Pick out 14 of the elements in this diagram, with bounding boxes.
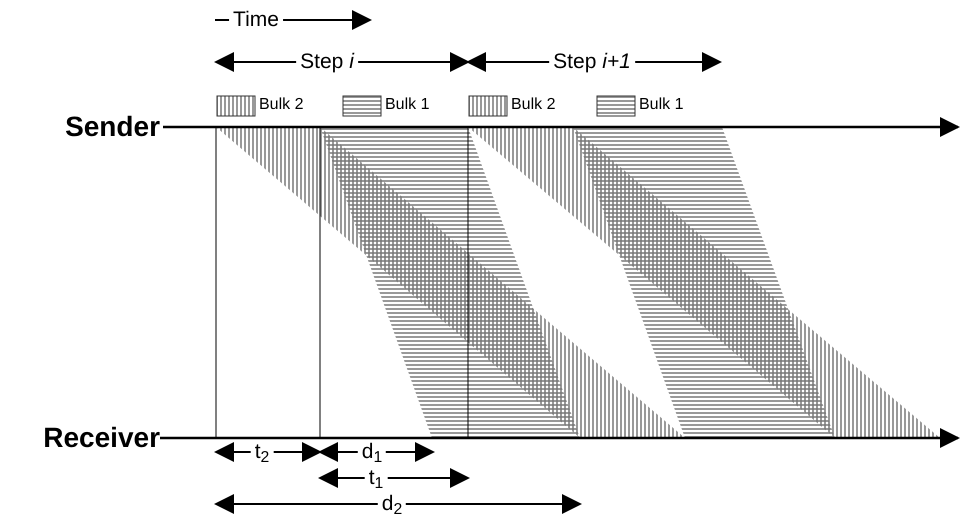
interval-label: Step i — [296, 51, 358, 73]
interval-label: t$_{2}$ — [250, 441, 274, 463]
timeline-label: Receiver — [4, 419, 160, 457]
interval-label: d$_{1}$ — [358, 441, 386, 463]
legend-label: Bulk 2 — [259, 95, 304, 115]
timeline-label: Sender — [4, 108, 160, 146]
interval-label: t$_{1}$ — [364, 467, 388, 489]
interval-label: Step i+1 — [549, 51, 635, 73]
legend-label: Bulk 2 — [511, 95, 556, 115]
timeline-arrow — [160, 428, 960, 448]
timeline-arrow — [163, 117, 960, 137]
legend-label: Bulk 1 — [639, 95, 684, 115]
interval-label: d$_{2}$ — [378, 493, 406, 515]
legend-label: Bulk 1 — [385, 95, 430, 115]
